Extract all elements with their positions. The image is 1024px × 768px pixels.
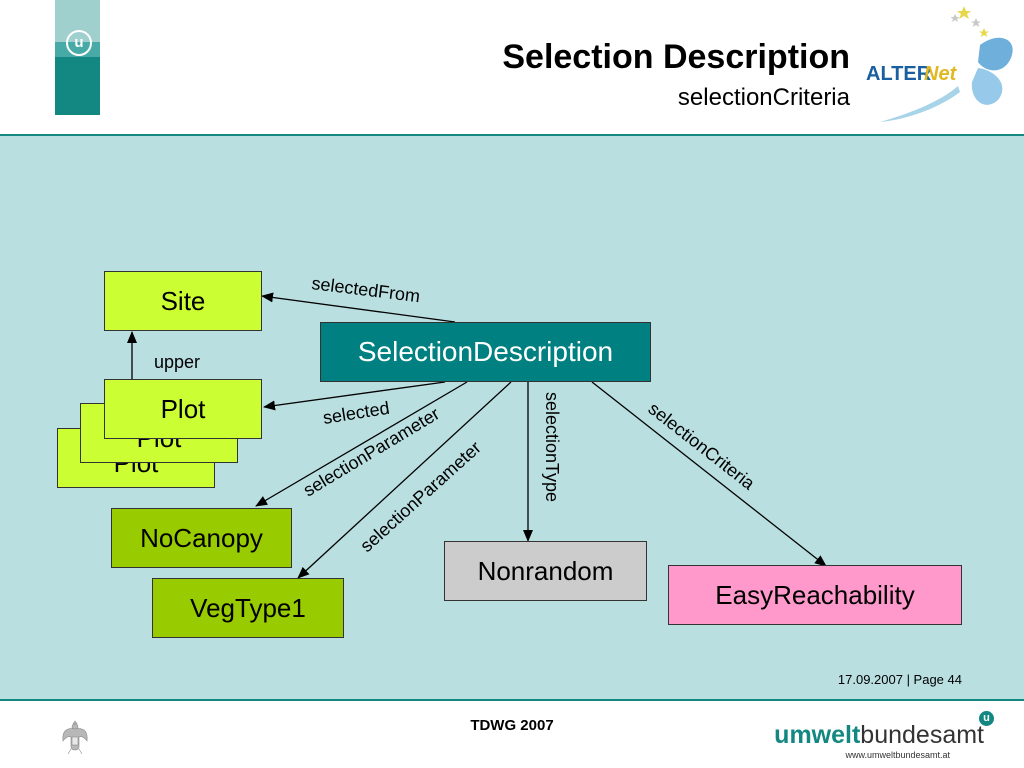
edge-selection-criteria: [591, 381, 827, 567]
footer-divider: [0, 699, 1024, 701]
u-logo-icon: u: [66, 30, 92, 56]
alternet-logo-net: Net: [924, 63, 958, 85]
footer-event: TDWG 2007: [470, 717, 554, 734]
slide-footer: TDWG 2007 umweltbundesamt u www.umweltbu…: [0, 701, 1024, 768]
uba-u-icon: u: [979, 711, 994, 726]
header-divider: [0, 134, 1024, 136]
node-vegtype1: VegType1: [152, 578, 344, 638]
umweltbundesamt-url: www.umweltbundesamt.at: [845, 750, 950, 760]
umweltbundesamt-logo-strip: u: [55, 0, 100, 115]
node-site: Site: [104, 271, 262, 331]
alternet-logo-text: ALTER: [866, 63, 932, 85]
node-plot: Plot: [104, 379, 262, 439]
label-selected: selected: [321, 398, 390, 428]
node-selection-description: SelectionDescription: [320, 322, 651, 382]
slide-title: Selection Description: [502, 38, 850, 76]
edge-selection-parameter-1: [255, 381, 468, 507]
label-upper: upper: [154, 352, 200, 372]
node-nonrandom: Nonrandom: [444, 541, 647, 601]
umweltbundesamt-logo: umweltbundesamt: [774, 721, 984, 750]
label-selection-criteria: selectionCriteria: [645, 398, 760, 494]
page-info: 17.09.2007 | Page 44: [837, 672, 962, 687]
edge-selected-from: [261, 292, 456, 323]
alternet-logo: ALTER Net: [866, 6, 1013, 122]
slide-header: u Selection Description selectionCriteri…: [0, 0, 1024, 134]
butterfly-icon: [880, 37, 1013, 122]
edge-selection-parameter-2: [297, 381, 512, 579]
austrian-eagle-icon: [62, 720, 88, 755]
node-easyreachability: EasyReachability: [668, 565, 962, 625]
node-nocanopy: NoCanopy: [111, 508, 292, 568]
slide-subtitle: selectionCriteria: [677, 84, 850, 111]
edge-selected: [263, 381, 446, 411]
umweltbundesamt-logo-part1: umwelt: [774, 721, 861, 749]
star-icons: [950, 6, 989, 37]
umweltbundesamt-logo-part2: bundesamt: [860, 721, 984, 749]
label-selection-type: selectionType: [542, 392, 562, 502]
label-selected-from: selectedFrom: [311, 273, 422, 306]
